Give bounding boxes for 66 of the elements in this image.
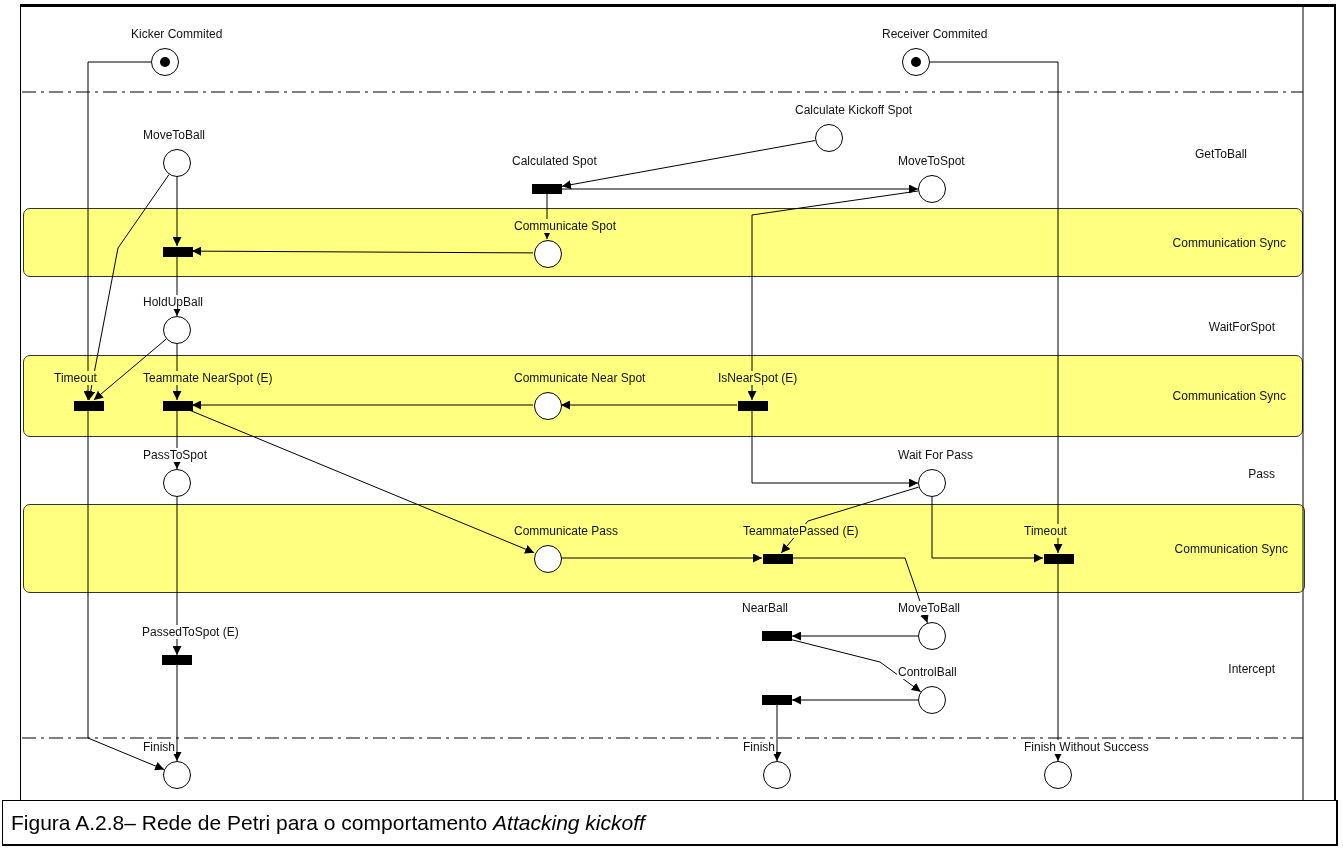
sync-band: [23, 208, 1303, 277]
arc-arrow: [791, 639, 922, 693]
arc-arrow: [560, 553, 763, 563]
sync-band: [23, 504, 1305, 593]
transition-label: Teammate NearSpot (E): [142, 371, 274, 385]
arc-arrow: [93, 338, 167, 401]
arc-arrow: [188, 409, 535, 554]
transition-label: NearBall: [741, 601, 790, 615]
arc-arrow: [86, 174, 170, 401]
arc-arrow: [931, 496, 1044, 563]
lane-label: Pass: [1248, 467, 1275, 481]
arc-arrow: [772, 704, 782, 762]
arc-arrow: [1053, 562, 1063, 762]
transition-label: Timeout: [1023, 524, 1068, 538]
arc-arrow: [791, 631, 919, 641]
arc-arrow: [172, 176, 182, 247]
sync-band: [23, 355, 1303, 437]
place-label: Finish: [742, 740, 776, 754]
arc-arrow: [751, 409, 919, 488]
transition-label: IsNearSpot (E): [717, 371, 799, 385]
lane-label: GetToBall: [1194, 147, 1247, 161]
lane-label: WaitForSpot: [1208, 320, 1275, 334]
place-label: PassToSpot: [142, 448, 209, 462]
transition-label: PassedToSpot (E): [141, 625, 240, 639]
arc-arrow: [560, 400, 738, 410]
place-label: Finish: [142, 740, 176, 754]
place-label: MoveToSpot: [897, 154, 966, 168]
band-label: Communication Sync: [1172, 235, 1286, 250]
transition-bar: [163, 247, 193, 257]
place-label: Communicate Near Spot: [513, 371, 647, 385]
arc-arrow: [747, 190, 919, 401]
arc-arrow: [87, 409, 165, 771]
place-label: Communicate Spot: [513, 219, 618, 233]
caption: Figura A.2.8– Rede de Petri para o comportamento Attacking kickoff: [11, 810, 645, 835]
arc-arrow: [83, 61, 152, 401]
arc-arrow: [191, 246, 534, 256]
arc-arrow: [191, 400, 534, 410]
place-label: MoveToBall: [142, 128, 207, 142]
band-label: Communication Sync: [1172, 389, 1286, 403]
place-label: Finish Without Success: [1023, 740, 1150, 754]
arc-arrow: [172, 664, 182, 762]
arc-arrow: [780, 486, 920, 554]
place-label: HoldUpBall: [142, 295, 205, 309]
arc-arrow: [172, 496, 182, 656]
place-label: Calculate Kickoff Spot: [794, 103, 914, 117]
place-label: ControlBall: [897, 665, 958, 679]
band-label: Communication Sync: [1174, 541, 1288, 556]
arc-arrow: [172, 343, 182, 401]
lane-label: Intercept: [1228, 662, 1275, 676]
place-label: Wait For Pass: [897, 448, 974, 462]
place-label: MoveToBall: [897, 601, 962, 615]
arc-arrow: [929, 61, 1063, 554]
transition-label: Timeout: [53, 371, 98, 385]
arc-arrow: [172, 255, 182, 317]
transition-label: TeammatePassed (E): [742, 524, 860, 538]
place-label: Receiver Commited: [881, 27, 989, 41]
arc-arrow: [172, 409, 182, 470]
arc-arrow: [791, 695, 919, 705]
place-label: Communicate Pass: [513, 524, 620, 538]
arc-arrow: [791, 557, 929, 624]
transition-bar: [762, 695, 792, 705]
arc-arrow: [561, 184, 919, 194]
arc-arrow: [542, 193, 552, 240]
transition-label: Calculated Spot: [511, 154, 598, 168]
arc-arrow: [561, 140, 816, 190]
place-label: Kicker Commited: [130, 27, 224, 41]
